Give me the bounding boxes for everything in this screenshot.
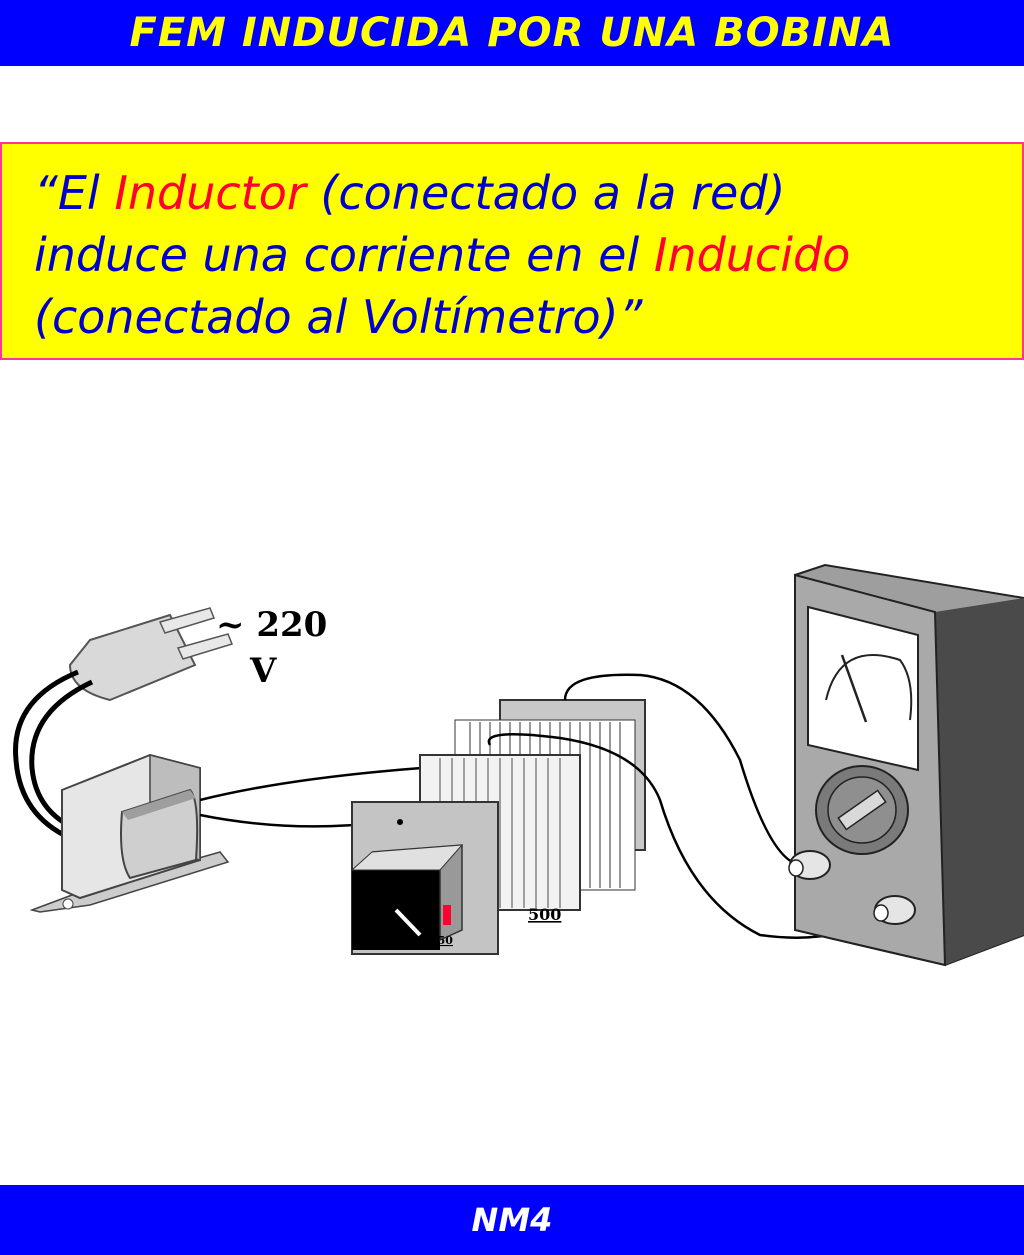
footer-label: NM4 [471, 1201, 553, 1239]
quote-open: “El [34, 166, 115, 220]
voltage-unit-label: V [249, 651, 277, 691]
coil-label-front: 350 [430, 934, 453, 947]
quote-line-2-start: induce una corriente en el [34, 228, 654, 282]
apparatus-illustration: ~ 220 V [13, 563, 1024, 967]
quote-line-1: “El Inductor (conectado a la red) [34, 162, 1014, 224]
quote-line-1-rest: (conectado a la red) [305, 166, 786, 220]
quote-text: “El Inductor (conectado a la red) induce… [34, 162, 1014, 348]
quote-line-2: induce una corriente en el Inducido [34, 224, 1014, 286]
voltage-label: ~ 220 [216, 605, 327, 645]
inductor-word: Inductor [114, 166, 306, 220]
quote-box: “El Inductor (conectado a la red) induce… [0, 142, 1024, 360]
header-bar: FEM INDUCIDA POR UNA BOBINA [0, 0, 1024, 66]
inducido-word: Inducido [653, 228, 851, 282]
page-title: FEM INDUCIDA POR UNA BOBINA [129, 10, 895, 56]
coil-label-back: 500 [528, 905, 561, 924]
coil-core-icon: 500 350 [350, 699, 646, 955]
voltmeter-icon [788, 563, 1024, 967]
transformer-icon [29, 753, 230, 913]
plug-icon [13, 607, 233, 841]
quote-line-3: (conectado al Voltímetro)” [34, 290, 643, 344]
footer-bar: NM4 [0, 1185, 1024, 1255]
